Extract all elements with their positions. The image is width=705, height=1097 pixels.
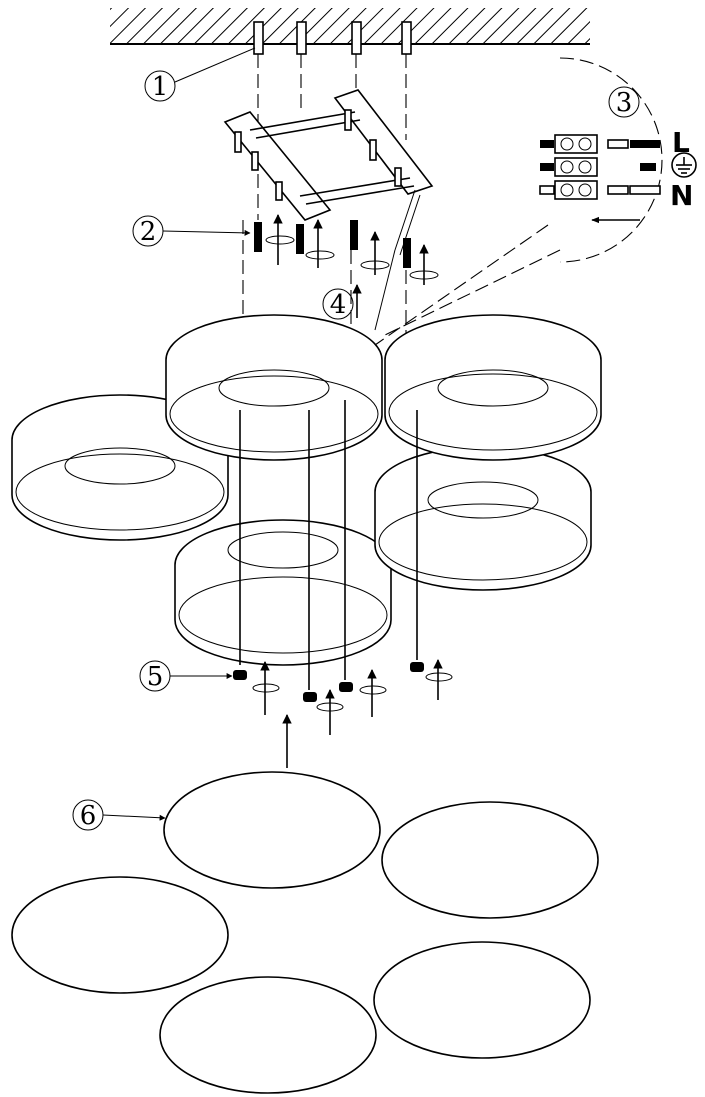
- lamp-shade-right-top: [384, 314, 602, 461]
- callout-1: 1: [144, 47, 256, 102]
- wire-ends: [607, 139, 661, 195]
- callout-5-number: 5: [147, 662, 164, 692]
- ground-symbol-icon: [671, 152, 697, 178]
- mounting-bracket: [223, 89, 434, 331]
- lamp-shade-center-bottom: [174, 519, 392, 666]
- cap-nuts: [233, 659, 453, 768]
- lamp-shade-center-top: [165, 314, 383, 461]
- callout-3-number: 3: [616, 88, 633, 118]
- callout-2: 2: [132, 215, 251, 247]
- callout-6: 6: [72, 799, 166, 831]
- callout-2-number: 2: [140, 217, 157, 247]
- neutral-label: N: [670, 179, 693, 212]
- wiring-detail: 3 L N: [374, 57, 697, 346]
- callout-1-number: 1: [152, 72, 169, 102]
- rod-lines: [239, 400, 418, 690]
- ceiling-anchors: [253, 21, 412, 220]
- callout-4: 4: [322, 284, 362, 320]
- lamp-shade-right-bottom: [374, 446, 592, 591]
- mounting-screws: [242, 214, 439, 340]
- callout-4-number: 4: [330, 290, 347, 320]
- diffusers: [11, 771, 599, 1094]
- terminal-block: [539, 134, 598, 200]
- callout-5: 5: [139, 660, 233, 692]
- live-label: L: [672, 126, 690, 159]
- callout-6-number: 6: [80, 801, 97, 831]
- ceiling: [110, 8, 590, 45]
